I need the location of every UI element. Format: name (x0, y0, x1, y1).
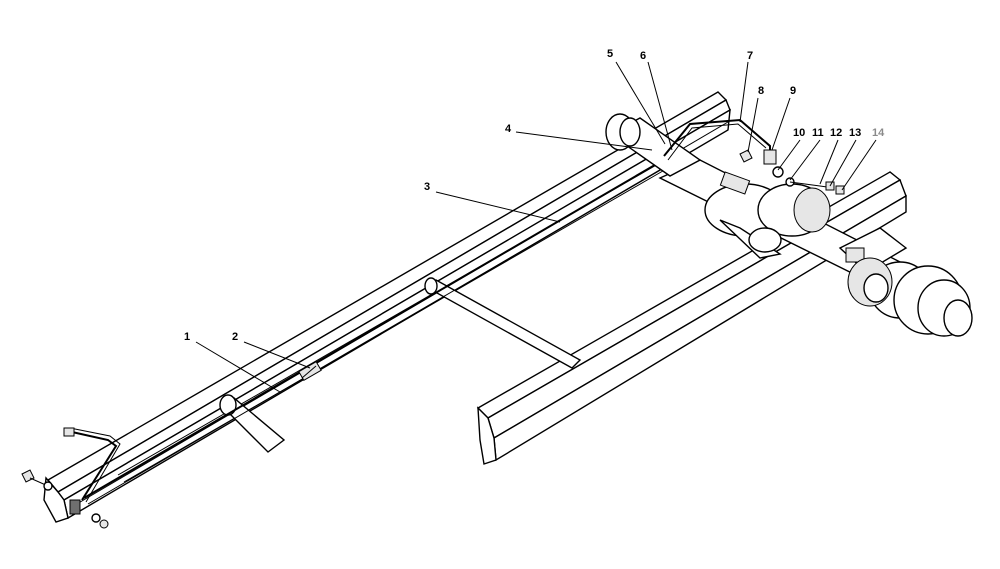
callout-5: 5 (607, 48, 613, 60)
left-frame-rail (43, 91, 731, 523)
callout-4: 4 (505, 123, 512, 135)
cross-member (219, 277, 582, 453)
callout-3: 3 (424, 181, 430, 193)
rear-axle (605, 113, 973, 337)
callout-2: 2 (232, 331, 238, 343)
callout-8: 8 (758, 85, 764, 97)
callout-11: 11 (812, 127, 824, 139)
brake-pipe (83, 161, 665, 505)
callout-14: 14 (872, 127, 885, 139)
front-hose-assembly (21, 427, 121, 529)
callout-12: 12 (830, 127, 842, 139)
callout-9: 9 (790, 85, 796, 97)
leader-lines (195, 61, 877, 393)
callout-13: 13 (849, 127, 861, 139)
callout-6: 6 (640, 50, 646, 62)
callout-10: 10 (793, 127, 805, 139)
callout-1: 1 (184, 331, 190, 343)
callout-7: 7 (747, 50, 753, 62)
rear-hose-and-tee (663, 118, 845, 195)
